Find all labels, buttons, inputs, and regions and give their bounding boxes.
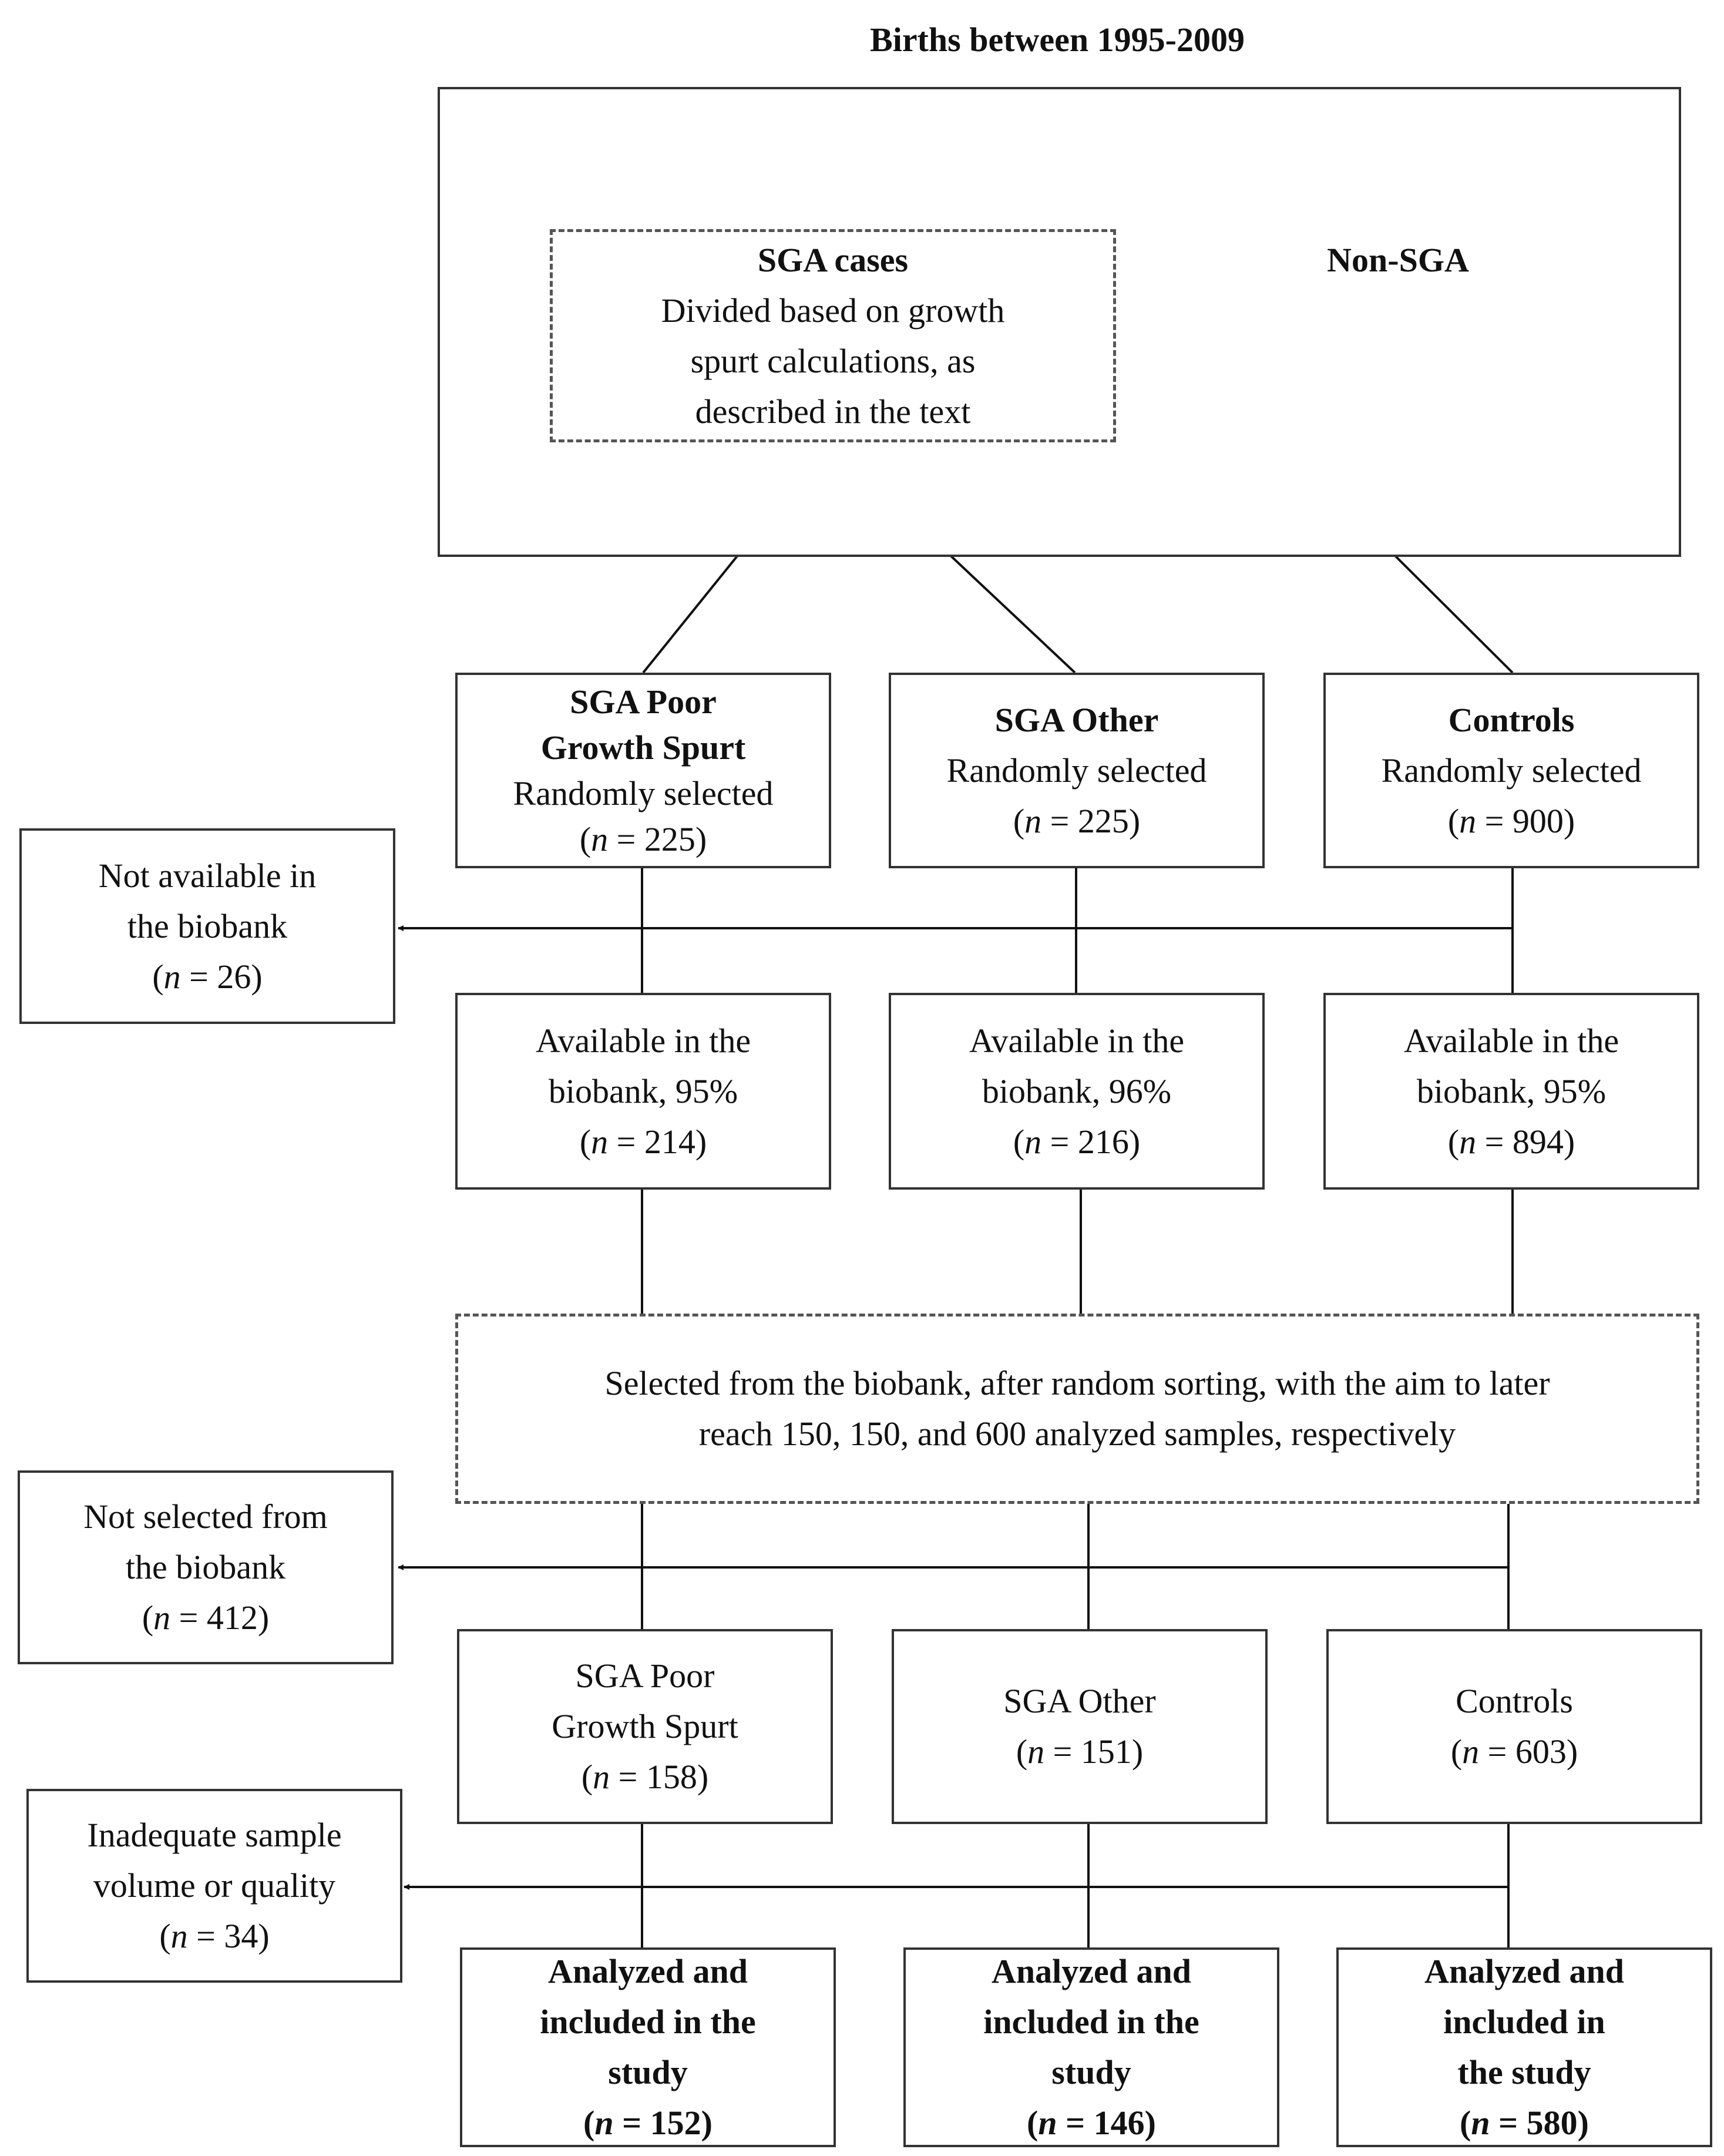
available-count: (n = 216) <box>1013 1122 1141 1161</box>
selected-box-controls: Controls (n = 603) <box>1326 1629 1702 1824</box>
group-count: (n = 225) <box>579 820 707 858</box>
exclusion-box-not-available: Not available in the biobank (n = 26) <box>19 828 395 1024</box>
available-box-sga-other: Available in the biobank, 96% (n = 216) <box>889 993 1265 1190</box>
available-line: biobank, 95% <box>548 1072 738 1110</box>
sorting-line: Selected from the biobank, after random … <box>604 1364 1550 1402</box>
sorting-line: reach 150, 150, and 600 analyzed samples… <box>698 1415 1456 1453</box>
available-box-controls: Available in the biobank, 95% (n = 894) <box>1323 993 1699 1190</box>
sga-cases-box: SGA cases Divided based on growth spurt … <box>550 229 1116 442</box>
analyzed-box-sga-other: Analyzed and included in the study (n = … <box>903 1947 1279 2147</box>
available-count: (n = 214) <box>579 1122 707 1161</box>
selected-line: SGA Poor <box>575 1657 715 1695</box>
analyzed-count: (n = 580) <box>1460 2104 1589 2142</box>
group-note: Randomly selected <box>513 774 774 812</box>
available-line: Available in the <box>535 1021 751 1060</box>
exclusion-line: volume or quality <box>93 1866 336 1905</box>
selected-line: SGA Other <box>1003 1682 1156 1720</box>
group-title-line: Growth Spurt <box>540 728 746 767</box>
group-note: Randomly selected <box>946 751 1207 790</box>
analyzed-line: Analyzed and <box>991 1952 1191 1990</box>
available-count: (n = 894) <box>1447 1122 1575 1161</box>
analyzed-line: the study <box>1457 2053 1591 2091</box>
selected-box-sga-other: SGA Other (n = 151) <box>892 1629 1268 1824</box>
analyzed-count: (n = 152) <box>583 2104 713 2142</box>
exclusion-box-not-selected: Not selected from the biobank (n = 412) <box>18 1470 394 1664</box>
group-title-line: SGA Poor <box>570 682 717 721</box>
analyzed-box-controls: Analyzed and included in the study (n = … <box>1336 1947 1712 2147</box>
available-line: biobank, 96% <box>982 1072 1172 1110</box>
random-sorting-box: Selected from the biobank, after random … <box>455 1314 1699 1504</box>
selected-count: (n = 603) <box>1450 1732 1578 1771</box>
exclusion-count: (n = 412) <box>142 1598 270 1637</box>
exclusion-count: (n = 34) <box>159 1917 270 1955</box>
exclusion-line: Not selected from <box>83 1497 328 1536</box>
exclusion-line: Not available in <box>98 856 317 895</box>
analyzed-line: Analyzed and <box>1424 1952 1624 1990</box>
group-title-line: Controls <box>1448 700 1575 739</box>
group-box-sga-poor: SGA Poor Growth Spurt Randomly selected … <box>455 673 831 868</box>
analyzed-line: included in <box>1443 2003 1605 2041</box>
analyzed-count: (n = 146) <box>1027 2104 1156 2142</box>
sga-cases-line: spurt calculations, as <box>690 341 976 380</box>
selected-box-sga-poor: SGA Poor Growth Spurt (n = 158) <box>457 1629 833 1824</box>
exclusion-line: Inadequate sample <box>87 1816 342 1854</box>
group-box-controls: Controls Randomly selected (n = 900) <box>1323 673 1699 868</box>
group-count: (n = 900) <box>1447 801 1575 840</box>
analyzed-line: study <box>608 2053 688 2091</box>
available-line: Available in the <box>969 1021 1185 1060</box>
group-box-sga-other: SGA Other Randomly selected (n = 225) <box>889 673 1265 868</box>
exclusion-box-inadequate-sample: Inadequate sample volume or quality (n =… <box>26 1789 402 1983</box>
analyzed-line: study <box>1051 2053 1131 2091</box>
selected-count: (n = 158) <box>581 1758 709 1796</box>
exclusion-line: the biobank <box>127 906 288 945</box>
analyzed-line: Analyzed and <box>547 1952 748 1990</box>
analyzed-box-sga-poor: Analyzed and included in the study (n = … <box>460 1947 836 2147</box>
exclusion-count: (n = 26) <box>152 957 263 996</box>
group-count: (n = 225) <box>1013 801 1141 840</box>
selected-count: (n = 151) <box>1016 1732 1144 1771</box>
group-note: Randomly selected <box>1381 751 1642 790</box>
selected-line: Controls <box>1456 1682 1573 1720</box>
non-sga-label: Non-SGA <box>1327 241 1469 279</box>
sga-cases-line: Divided based on growth <box>661 291 1005 330</box>
available-line: biobank, 95% <box>1416 1072 1607 1110</box>
exclusion-line: the biobank <box>125 1548 286 1586</box>
diagram-title: Births between 1995-2009 <box>870 21 1245 59</box>
analyzed-line: included in the <box>983 2003 1199 2041</box>
available-line: Available in the <box>1403 1021 1619 1060</box>
sga-cases-heading: SGA cases <box>757 240 909 279</box>
analyzed-line: included in the <box>540 2003 756 2041</box>
group-title-line: SGA Other <box>994 700 1159 739</box>
sga-cases-line: described in the text <box>695 392 971 431</box>
available-box-sga-poor: Available in the biobank, 95% (n = 214) <box>455 993 831 1190</box>
selected-line: Growth Spurt <box>552 1707 738 1745</box>
